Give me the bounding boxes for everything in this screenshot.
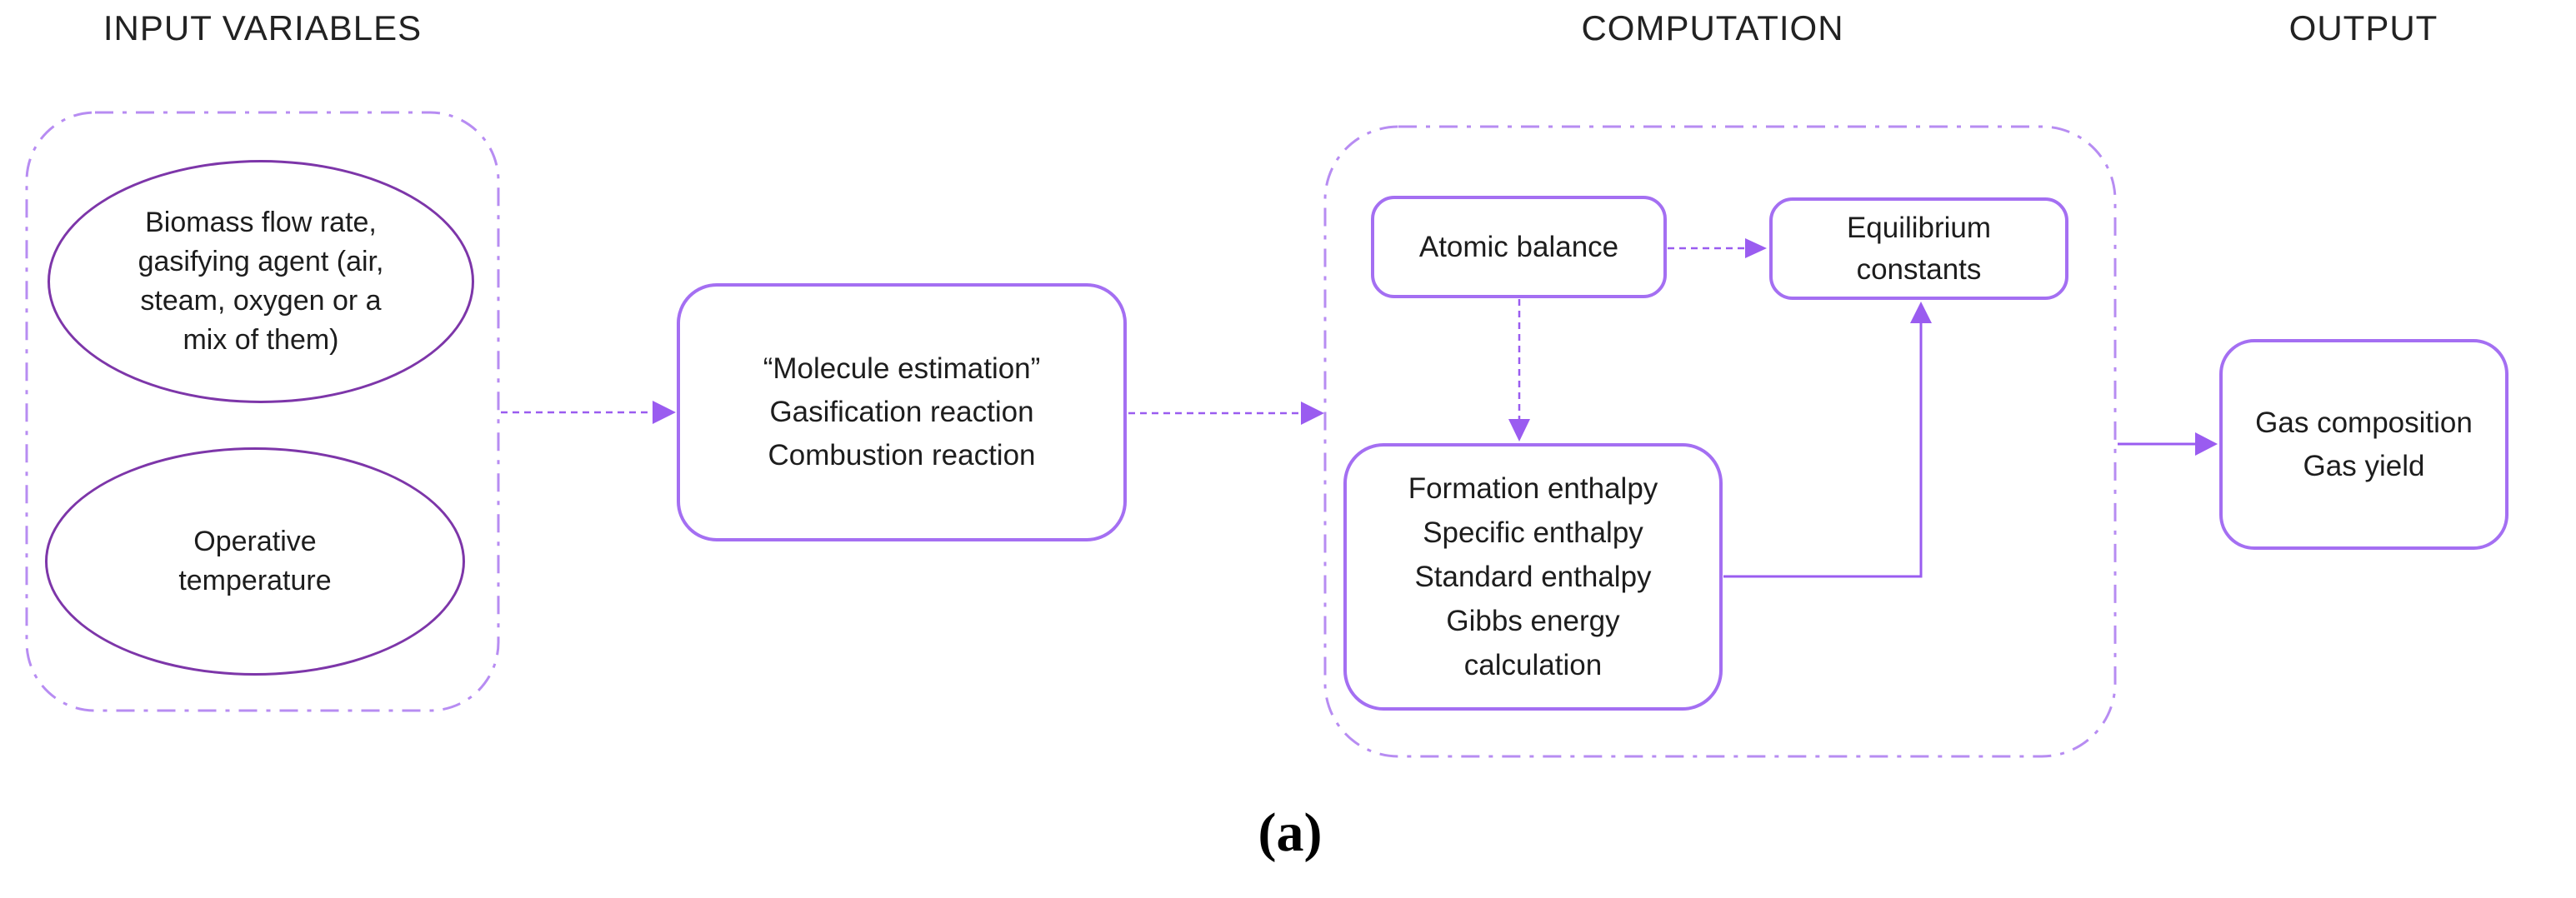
node-text-line: Gas composition — [2255, 406, 2473, 439]
output-header: OUTPUT — [2288, 8, 2438, 47]
node-biomass-flow-ellipse: Biomass flow rate, gasifying agent (air,… — [48, 160, 474, 403]
node-text-line: mix of them) — [183, 324, 339, 356]
arrowhead-right-icon — [1745, 238, 1767, 258]
node-text-line: steam, oxygen or a — [140, 285, 382, 317]
node-gas-output-box: Gas composition Gas yield — [2219, 339, 2508, 550]
node-text-line: temperature — [178, 565, 332, 596]
node-molecule-estimation-box: “Molecule estimation” Gasification react… — [677, 283, 1127, 541]
arrow-enthalpy-to-equilibrium — [1723, 302, 1932, 578]
node-operative-temperature-ellipse: Operative temperature — [45, 447, 465, 676]
node-text-line: Gasification reaction — [769, 396, 1034, 428]
node-text-line: Combustion reaction — [768, 439, 1036, 471]
node-text-line: constants — [1856, 252, 1982, 286]
computation-container — [1323, 125, 2117, 758]
arrow-atomic-to-enthalpy — [1508, 299, 1530, 442]
node-atomic-balance-box: Atomic balance — [1371, 196, 1667, 298]
input-variables-header: INPUT VARIABLES — [103, 8, 423, 47]
node-enthalpy-gibbs-box: Formation enthalpy Specific enthalpy Sta… — [1343, 443, 1723, 711]
node-text-line: Formation enthalpy — [1408, 472, 1658, 505]
input-variables-container — [25, 111, 500, 712]
arrow-shaft — [1723, 322, 1923, 578]
arrowhead-right-icon — [653, 401, 676, 424]
node-text-line: Atomic balance — [1418, 230, 1619, 263]
node-text-line: Gibbs energy — [1446, 605, 1620, 637]
arrow-input-to-molecule — [501, 401, 676, 424]
node-text-line: gasifying agent (air, — [138, 246, 384, 277]
node-text-line: Operative — [193, 526, 317, 557]
arrowhead-right-icon — [2195, 432, 2218, 456]
node-text-line: Biomass flow rate, — [145, 207, 377, 238]
arrow-computation-to-output — [2118, 432, 2218, 456]
node-text-line: Standard enthalpy — [1414, 561, 1652, 593]
arrowhead-down-icon — [1508, 419, 1530, 442]
arrow-molecule-to-computation — [1128, 402, 1324, 425]
node-text-line: Gas yield — [2303, 449, 2425, 482]
arrow-atomic-to-equilibrium — [1668, 238, 1767, 258]
figure-panel-label: (a) — [1258, 802, 1323, 863]
computation-header: COMPUTATION — [1581, 8, 1844, 47]
node-text-line: Equilibrium — [1846, 211, 1992, 244]
node-text-line: “Molecule estimation” — [763, 352, 1041, 385]
node-text-line: calculation — [1463, 649, 1603, 681]
node-equilibrium-constants-box: Equilibrium constants — [1769, 197, 2068, 300]
node-text-line: Specific enthalpy — [1423, 516, 1643, 549]
arrowhead-up-icon — [1910, 302, 1932, 323]
arrowhead-right-icon — [1301, 402, 1324, 425]
